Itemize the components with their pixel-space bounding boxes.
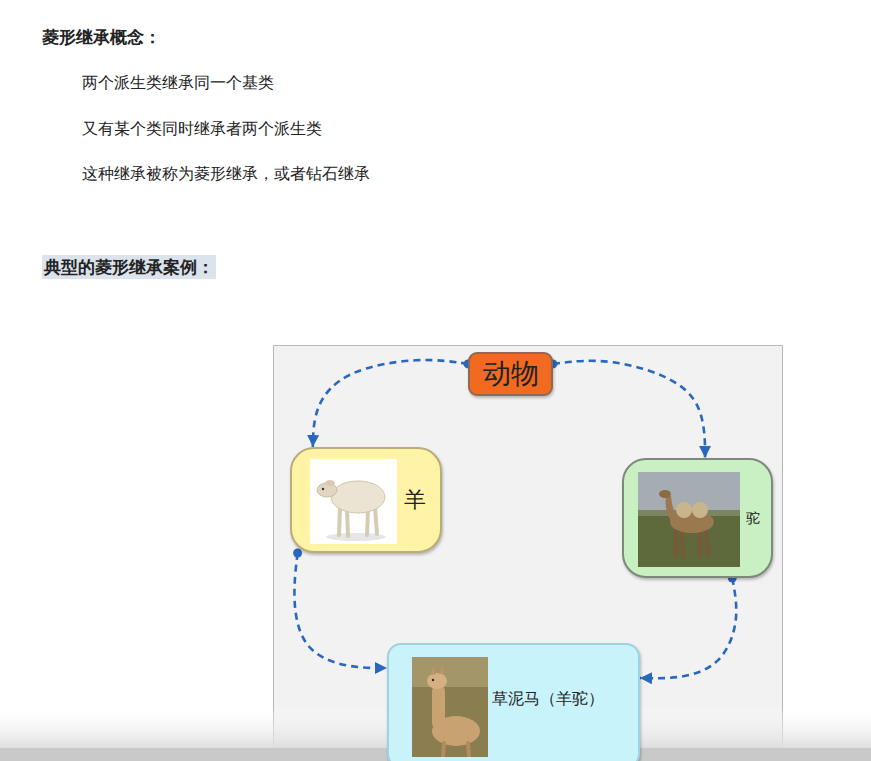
inheritance-arrow <box>294 553 387 668</box>
node-label: 羊 <box>404 487 426 513</box>
node-label: 动物 <box>483 357 539 391</box>
node-label: 草泥马（羊驼） <box>492 689 604 708</box>
diagram-panel <box>274 346 783 761</box>
concept-line: 两个派生类继承同一个基类 <box>82 73 274 94</box>
inheritance-arrow <box>640 578 736 678</box>
diamond-child-box: 草泥马（羊驼） <box>387 643 640 761</box>
sheep-picture <box>310 459 397 544</box>
inheritance-arrow <box>553 361 705 458</box>
section-heading: 菱形继承概念： <box>42 26 161 48</box>
camel-picture <box>638 472 740 567</box>
inheritance-arrow <box>313 360 468 447</box>
derived-class-box: 羊 <box>290 447 442 553</box>
section-heading: 典型的菱形继承案例： <box>42 255 216 279</box>
derived-class-box: 驼 <box>622 458 773 578</box>
node-label: 驼 <box>746 510 760 527</box>
base-class-box: 动物 <box>468 352 553 396</box>
alpaca-picture <box>412 657 488 757</box>
concept-line: 又有某个类同时继承者两个派生类 <box>82 119 322 140</box>
concept-line: 这种继承被称为菱形继承，或者钻石继承 <box>82 164 370 185</box>
